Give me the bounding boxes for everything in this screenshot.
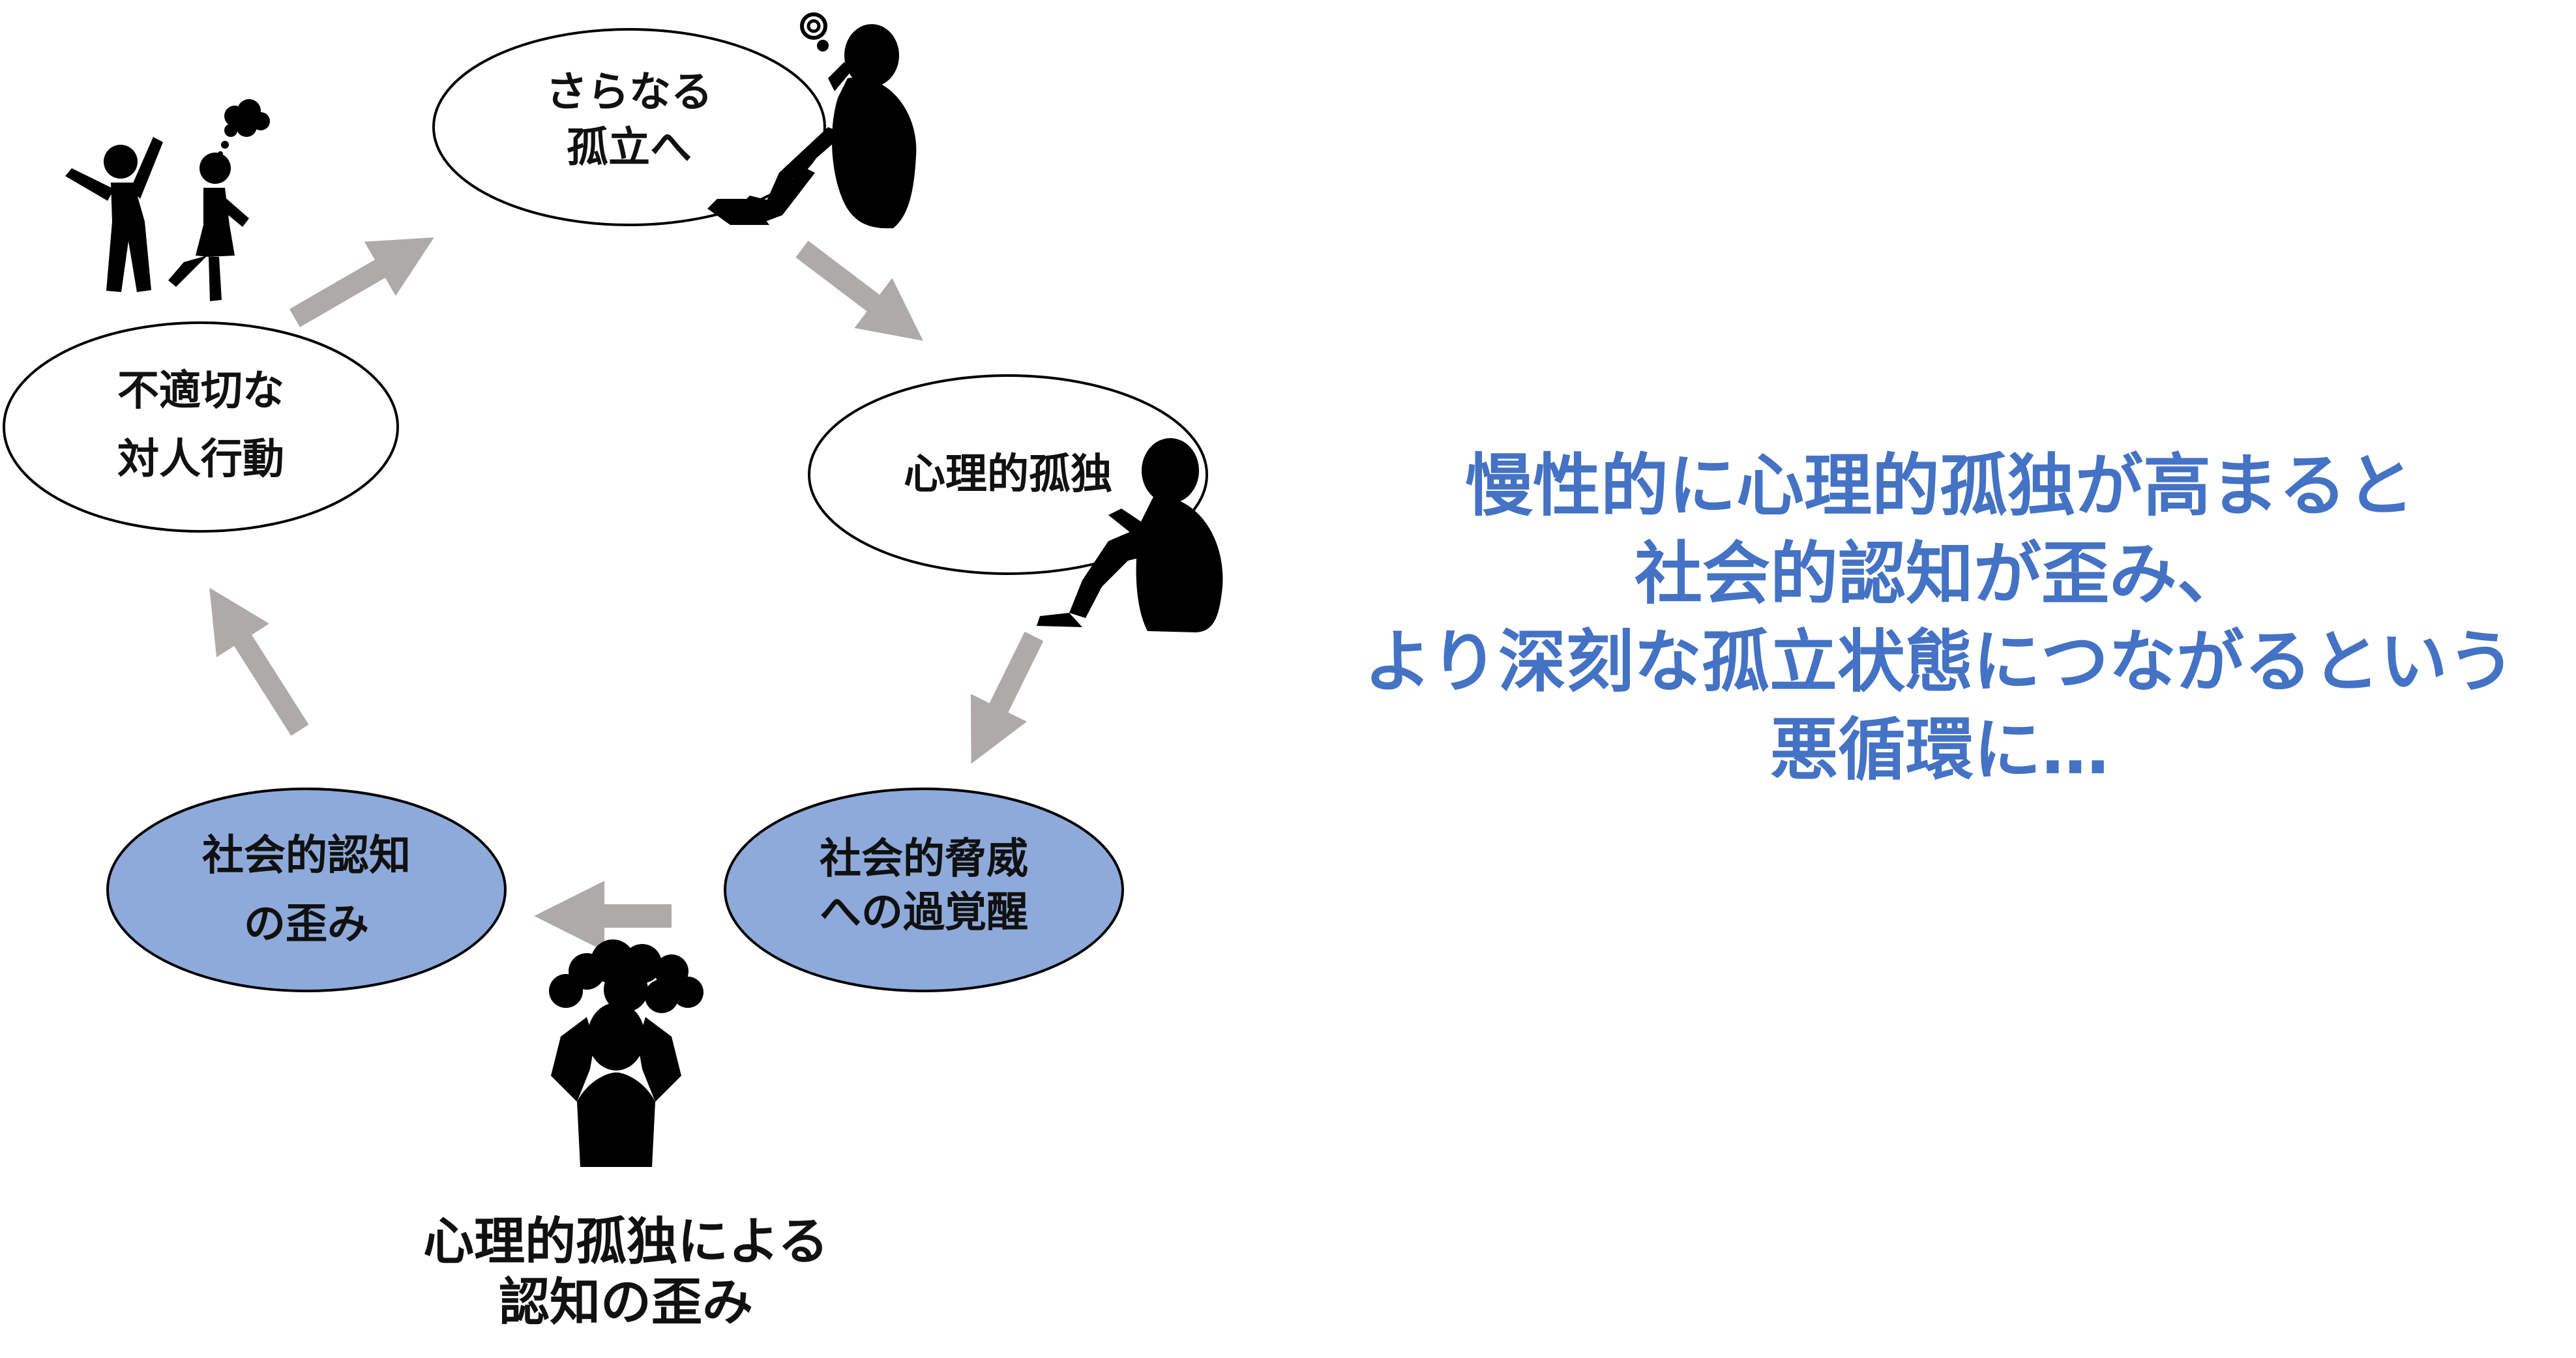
node-inappropriate-behavior-line-2: 対人行動 bbox=[117, 435, 284, 484]
node-cognitive-distortion-line-2: の歪み bbox=[244, 900, 369, 949]
cycle-caption: 心理的孤独による 認知の歪み bbox=[423, 1213, 829, 1332]
message-line-4: 悪循環に… bbox=[1770, 710, 2109, 790]
arrow-distortion-to-behavior bbox=[209, 587, 309, 736]
node-hypervigilance-line-1: 社会的脅威 bbox=[820, 835, 1028, 883]
node-psychological-isolation-line-1: 心理的孤独 bbox=[904, 450, 1112, 499]
despair-person-icon bbox=[707, 12, 917, 229]
stressed-person-icon bbox=[549, 939, 703, 1167]
caption-line-1: 心理的孤独による bbox=[423, 1213, 829, 1271]
message-line-2: 社会的認知が歪み、 bbox=[1635, 534, 2245, 613]
node-cognitive-distortion: 社会的認知 の歪み bbox=[106, 788, 507, 992]
node-further-isolation-line-1: さらなる bbox=[546, 68, 713, 117]
hugging-knees-person-icon bbox=[1037, 438, 1223, 632]
node-inappropriate-behavior-line-1: 不適切な bbox=[117, 367, 284, 415]
node-further-isolation: さらなる 孤立へ bbox=[432, 28, 826, 226]
node-further-isolation-line-2: 孤立へ bbox=[567, 124, 692, 172]
caption-line-2: 認知の歪み bbox=[499, 1273, 753, 1332]
node-cognitive-distortion-line-1: 社会的認知 bbox=[202, 832, 411, 880]
arguing-couple-icon bbox=[65, 99, 270, 301]
node-psychological-isolation: 心理的孤独 bbox=[808, 374, 1208, 575]
vicious-cycle-message: 慢性的に心理的孤独が高まると 社会的認知が歪み、 より深刻な孤立状態につながると… bbox=[1364, 446, 2515, 790]
node-hypervigilance: 社会的脅威 への過覚醒 bbox=[724, 788, 1124, 992]
cycle-arrows bbox=[209, 237, 1044, 951]
arrow-psych-to-vigilance bbox=[970, 631, 1044, 764]
message-line-1: 慢性的に心理的孤独が高まると bbox=[1465, 446, 2414, 525]
node-hypervigilance-line-2: への過覚醒 bbox=[820, 889, 1028, 937]
message-line-3: より深刻な孤立状態につながるという bbox=[1364, 622, 2515, 701]
dizzy-swirl-icon bbox=[800, 12, 829, 52]
arrow-isolation-to-psych bbox=[795, 241, 923, 341]
arrow-behavior-to-isolation bbox=[289, 237, 434, 327]
node-inappropriate-behavior: 不適切な 対人行動 bbox=[3, 321, 399, 533]
